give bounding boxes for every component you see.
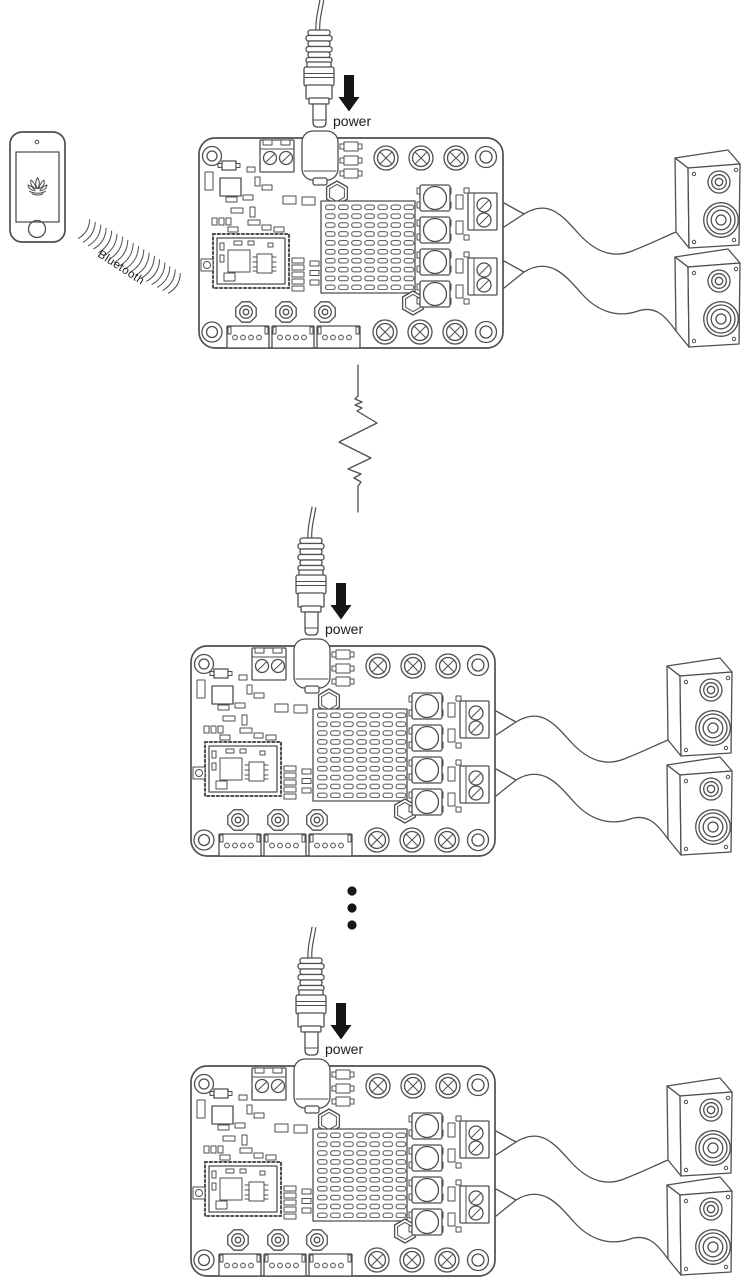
more-units-ellipsis-icon bbox=[347, 886, 357, 930]
phone-body bbox=[9, 131, 66, 243]
bluetooth-label: Bluetooth bbox=[95, 248, 146, 287]
home-button bbox=[27, 219, 47, 239]
smartphone bbox=[9, 131, 66, 243]
amplifier-unit-1: power bbox=[199, 0, 740, 348]
amplifier-unit-2: power bbox=[191, 507, 732, 856]
bluetooth-waves-icon bbox=[77, 219, 181, 294]
continuation-zigzag-icon bbox=[338, 364, 378, 513]
lotus-icon bbox=[27, 177, 48, 196]
phone-screen bbox=[15, 151, 60, 223]
power-label: power bbox=[325, 621, 363, 637]
power-label: power bbox=[325, 1041, 363, 1057]
power-label: power bbox=[333, 113, 371, 129]
camera-dot-icon bbox=[34, 139, 40, 145]
amplifier-unit-3: power bbox=[191, 927, 732, 1276]
